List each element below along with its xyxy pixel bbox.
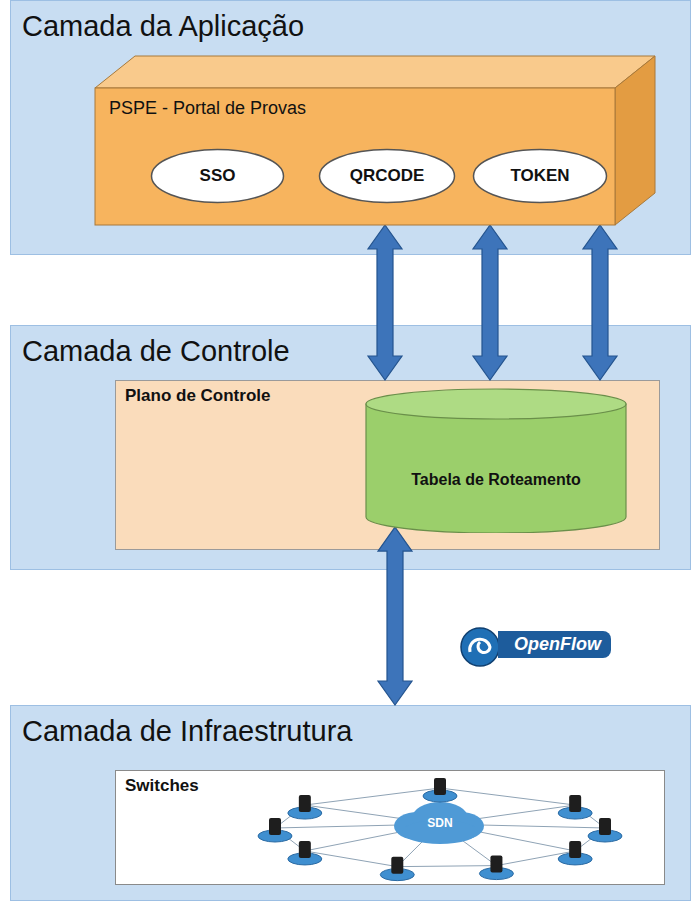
application-box: PSPE - Portal de ProvasSSO QRCODE TOKEN xyxy=(95,88,615,225)
auth-method-ellipse: QRCODE xyxy=(318,148,456,204)
routing-table-cylinder: Tabela de Roteamento xyxy=(365,388,627,533)
control-plane-box: Plano de ControleTabela de Roteamento xyxy=(115,380,660,550)
control-plane-title: Plano de Controle xyxy=(125,386,270,406)
layer-band: Camada de InfraestruturaSwitches xyxy=(10,705,691,901)
auth-method-text: SSO xyxy=(200,166,236,186)
box-front-face xyxy=(95,88,615,225)
layer-band: Camada da AplicaçãoPSPE - Portal de Prov… xyxy=(10,0,691,255)
auth-method-text: TOKEN xyxy=(510,166,569,186)
box-fill xyxy=(116,381,660,550)
switches-title: Switches xyxy=(125,776,199,796)
switch-body xyxy=(299,841,311,858)
switch-icon xyxy=(288,795,322,819)
protocol-logo-text: OpenFlow xyxy=(498,631,611,658)
switch-body xyxy=(599,818,611,835)
switch-icon xyxy=(558,795,592,819)
layer-title: Camada da Aplicação xyxy=(22,10,304,43)
switch-body xyxy=(299,795,311,812)
switch-body xyxy=(269,818,281,835)
switch-icon xyxy=(558,841,592,865)
switch-icon xyxy=(423,778,457,802)
box-side-face xyxy=(615,56,655,225)
network-link xyxy=(440,788,575,805)
layer-band: Camada de ControlePlano de ControleTabel… xyxy=(10,325,691,570)
auth-method-text: QRCODE xyxy=(350,166,425,186)
switch-icon xyxy=(479,856,513,880)
auth-method-ellipse: SSO xyxy=(150,148,285,204)
switch-icon xyxy=(588,818,622,842)
cylinder-outline xyxy=(365,388,627,533)
application-title: PSPE - Portal de Provas xyxy=(109,98,306,119)
layer-fill xyxy=(11,1,691,255)
ellipse-shape xyxy=(474,150,607,203)
ellipse-shape xyxy=(320,150,455,203)
auth-method-ellipse: TOKEN xyxy=(472,148,608,204)
switch-icon xyxy=(380,857,414,881)
ellipse-shape xyxy=(152,150,284,203)
network-link xyxy=(305,788,440,805)
cylinder-top xyxy=(366,389,626,419)
double-arrow xyxy=(368,225,402,380)
sdn-cloud xyxy=(394,802,484,844)
layer-title: Camada de Infraestrutura xyxy=(22,715,352,748)
icon-swirl xyxy=(470,639,490,652)
layer-title: Camada de Controle xyxy=(22,335,290,368)
box-top-face xyxy=(95,56,655,88)
layer-fill xyxy=(11,706,691,901)
switch-body xyxy=(391,857,403,874)
icon-disc xyxy=(461,628,499,666)
openflow-icon xyxy=(461,628,499,666)
double-arrow xyxy=(583,225,617,380)
switch-body xyxy=(569,841,581,858)
switches-box: Switches xyxy=(115,770,665,885)
switch-body xyxy=(569,795,581,812)
box-fill xyxy=(116,771,665,885)
switch-body xyxy=(490,856,502,873)
cylinder-body xyxy=(366,404,626,533)
double-arrow xyxy=(378,527,412,705)
switch-body xyxy=(434,778,446,795)
routing-table-text: Tabela de Roteamento xyxy=(411,471,581,489)
double-arrow xyxy=(473,225,507,380)
switch-icon xyxy=(258,818,292,842)
cloud-label: SDN xyxy=(427,817,452,831)
network-link xyxy=(397,866,496,867)
switch-icon xyxy=(288,841,322,865)
